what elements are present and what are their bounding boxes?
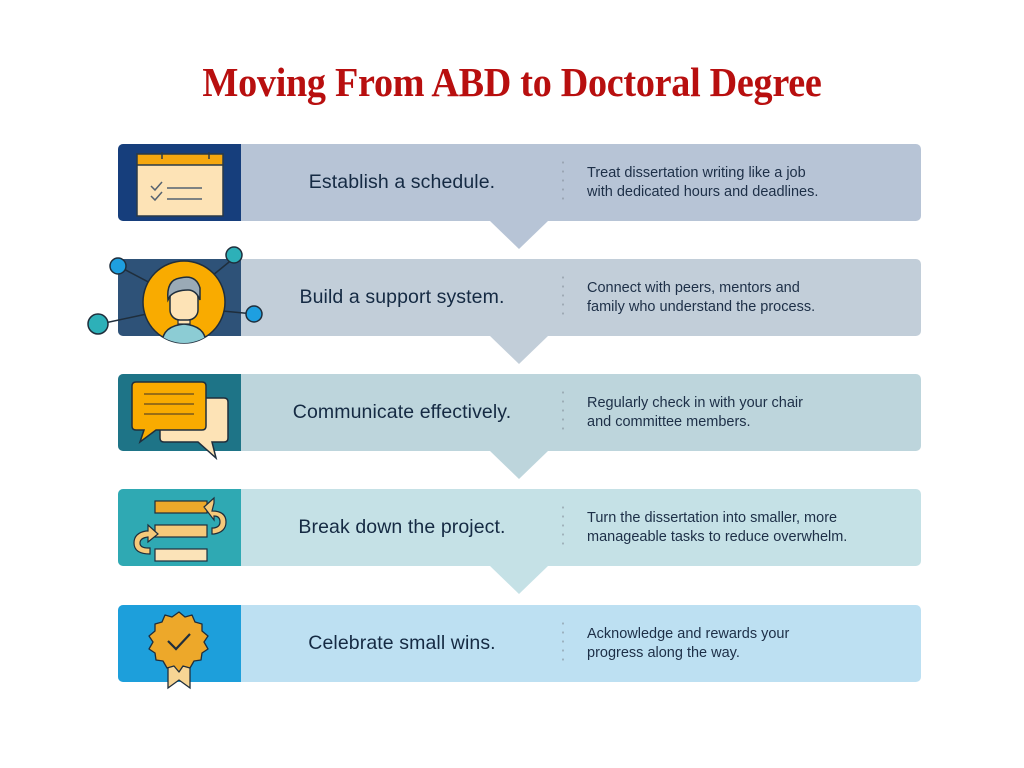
step-description: Acknowledge and rewards your progress alo…: [587, 605, 907, 682]
step-description: Turn the dissertation into smaller, more…: [587, 489, 907, 566]
dotted-divider: [562, 273, 564, 321]
down-arrow: [490, 221, 548, 249]
desc-line: Turn the dissertation into smaller, more: [587, 509, 838, 526]
down-arrow: [490, 566, 548, 594]
down-arrow: [490, 451, 548, 479]
desc-line: Acknowledge and rewards your: [587, 625, 790, 642]
dotted-divider: [562, 158, 564, 206]
dotted-divider: [562, 619, 564, 667]
step-heading: Break down the project.: [298, 516, 506, 538]
calendar-checklist-icon: [136, 152, 224, 217]
desc-line: Connect with peers, mentors and: [587, 279, 800, 296]
step-description: Regularly check in with your chair and co…: [587, 374, 907, 451]
step-communicate-effectively: Communicate effectively. Regularly check…: [118, 374, 921, 451]
step-heading: Celebrate small wins.: [308, 632, 496, 654]
task-breakdown-icon: [133, 496, 227, 562]
page-title: Moving From ABD to Doctoral Degree: [202, 59, 822, 105]
support-network-icon: [87, 246, 263, 344]
step-description: Connect with peers, mentors and family wh…: [587, 259, 907, 336]
chat-bubbles-icon: [131, 381, 229, 460]
award-badge-icon: [148, 611, 209, 690]
step-build-support-system: Build a support system. Connect with pee…: [118, 259, 921, 336]
dotted-divider: [562, 388, 564, 436]
step-celebrate-small-wins: Celebrate small wins. Acknowledge and re…: [118, 605, 921, 682]
desc-line: progress along the way.: [587, 644, 740, 661]
step-heading: Communicate effectively.: [292, 401, 512, 423]
desc-line: Treat dissertation writing like a job: [587, 164, 806, 181]
desc-line: Regularly check in with your chair: [587, 394, 803, 411]
desc-line: with dedicated hours and deadlines.: [587, 183, 819, 200]
step-heading: Establish a schedule.: [308, 171, 496, 193]
step-establish-schedule: Establish a schedule. Treat dissertation…: [118, 144, 921, 221]
down-arrow: [490, 336, 548, 364]
dotted-divider: [562, 503, 564, 551]
desc-line: and committee members.: [587, 413, 751, 430]
desc-line: manageable tasks to reduce overwhelm.: [587, 528, 848, 545]
step-description: Treat dissertation writing like a job wit…: [587, 144, 907, 221]
step-break-down-project: Break down the project. Turn the dissert…: [118, 489, 921, 566]
step-heading: Build a support system.: [299, 286, 505, 308]
desc-line: family who understand the process.: [587, 298, 816, 315]
